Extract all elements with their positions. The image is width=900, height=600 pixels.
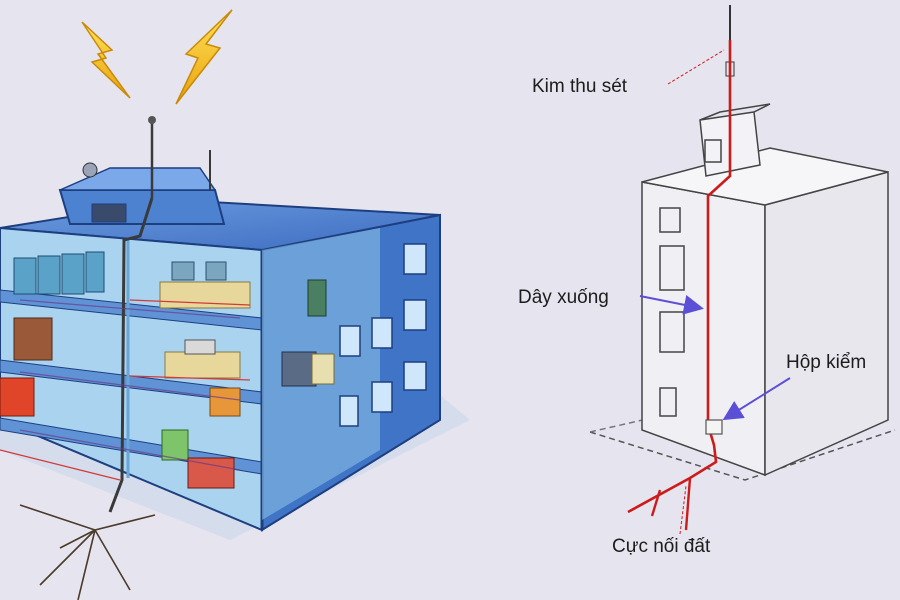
left-down-conductor	[108, 197, 154, 513]
orange-box	[209, 387, 241, 417]
green-box	[161, 429, 189, 461]
right-down-conductor	[627, 40, 732, 514]
pointer-day-xuong	[639, 295, 704, 315]
red-battery-rack	[187, 457, 235, 489]
label-ground-electrode: Cực nối đất	[612, 536, 711, 557]
facade-windows	[339, 243, 427, 427]
building-side-face	[764, 171, 889, 477]
server-cabinet	[37, 255, 61, 295]
test-box-icon	[705, 419, 723, 435]
brown-cabinet	[13, 317, 53, 361]
lightning-bolt-icon	[175, 9, 233, 105]
printer-unit	[281, 351, 317, 387]
pointer-hop-kiem	[722, 377, 791, 421]
server-cabinet	[61, 253, 85, 295]
computer-unit	[184, 339, 216, 355]
satellite-dish-icon	[82, 162, 98, 178]
cutaway-building	[0, 9, 470, 600]
computer-unit	[171, 261, 195, 281]
printer-unit	[311, 353, 335, 385]
roof-penthouse	[58, 189, 226, 225]
network-cabinet	[307, 279, 327, 317]
office-desk	[164, 351, 241, 379]
server-cabinet	[85, 251, 105, 293]
label-down-conductor: Dây xuống	[518, 287, 609, 308]
lightning-bolt-icon	[81, 21, 131, 99]
label-lightning-rod: Kim thu sét	[532, 76, 628, 97]
red-electric-panel	[0, 377, 35, 417]
computer-unit	[205, 261, 227, 281]
pointer-cuc-noi-dat	[679, 485, 687, 535]
left-ground-electrodes	[19, 504, 156, 600]
label-test-box: Hộp kiểm	[786, 352, 867, 373]
line-drawing-building	[589, 103, 896, 481]
server-cabinet	[13, 257, 37, 295]
pointer-kim-thu-set	[667, 49, 725, 85]
